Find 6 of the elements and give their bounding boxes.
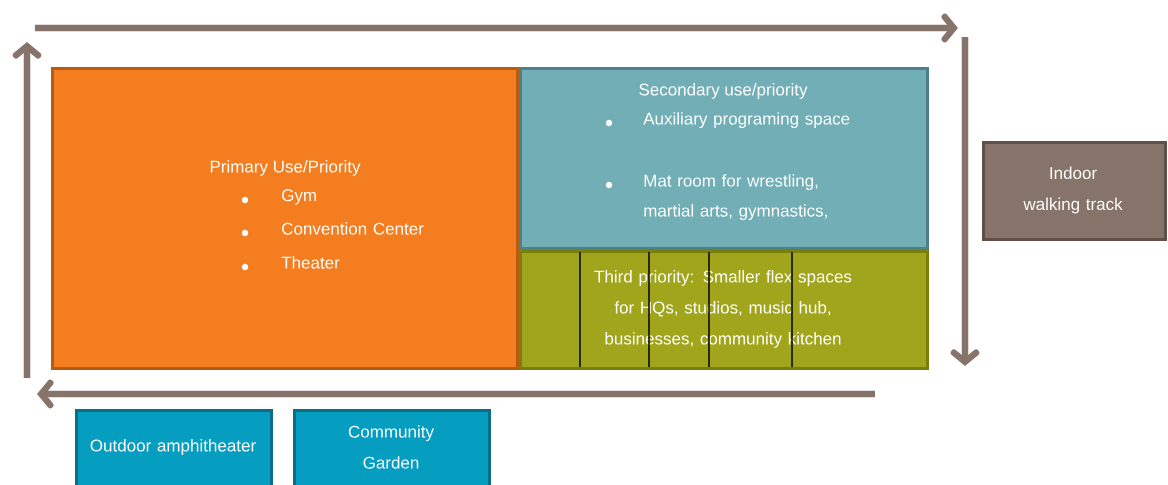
secondary-use-box: Secondary use/priority Auxiliary programing space Mat room for wrestling, martial arts, gymnastics, [519,67,929,250]
third-priority-box: Third priority: Smaller flex spaces for HQs, studios, music hub, businesses, community kitchen [519,250,929,370]
garden-box: Community Garden [293,409,491,485]
primary-use-box: Primary Use/Priority Gym Convention Center Theater [51,67,519,370]
walking-track-box: Indoor walking track [982,141,1167,241]
amphitheater-box: Outdoor amphitheater [75,409,273,485]
